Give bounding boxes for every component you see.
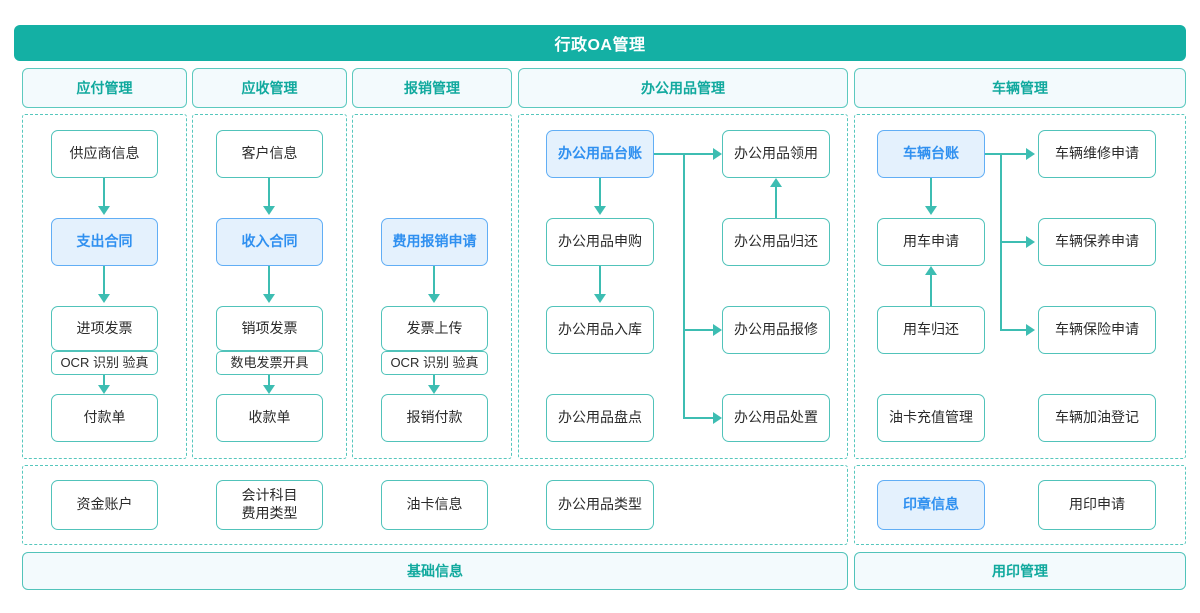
banner-seal-management: 用印管理 <box>854 552 1186 590</box>
node-customer-info[interactable]: 客户信息 <box>216 130 323 178</box>
node-supplies-repair[interactable]: 办公用品报修 <box>722 306 830 354</box>
connector-line <box>599 178 601 209</box>
node-reimburse-payment[interactable]: 报销付款 <box>381 394 488 442</box>
connector-line <box>268 266 270 297</box>
arrow-down-icon <box>925 206 937 215</box>
arrow-down-icon <box>594 294 606 303</box>
node-ocr-label-reimburse: OCR 识别 验真 <box>381 351 488 375</box>
node-einvoice-label: 数电发票开具 <box>216 351 323 375</box>
arrow-down-icon <box>98 206 110 215</box>
node-seal-request[interactable]: 用印申请 <box>1038 480 1156 530</box>
group-basic-info <box>22 465 848 545</box>
node-fuel-card-recharge[interactable]: 油卡充值管理 <box>877 394 985 442</box>
node-income-contract[interactable]: 收入合同 <box>216 218 323 266</box>
section-header-supplies[interactable]: 办公用品管理 <box>518 68 848 108</box>
node-supplies-return[interactable]: 办公用品归还 <box>722 218 830 266</box>
node-supplies-purchase[interactable]: 办公用品申购 <box>546 218 654 266</box>
node-input-invoice[interactable]: 进项发票 <box>51 306 158 351</box>
connector-line <box>775 187 777 218</box>
node-invoice-upload[interactable]: 发票上传 <box>381 306 488 351</box>
node-fund-account[interactable]: 资金账户 <box>51 480 158 530</box>
node-supplies-disposal[interactable]: 办公用品处置 <box>722 394 830 442</box>
section-header-reimburse[interactable]: 报销管理 <box>352 68 512 108</box>
node-expense-claim[interactable]: 费用报销申请 <box>381 218 488 266</box>
connector-line <box>1000 241 1030 243</box>
node-supplies-ledger[interactable]: 办公用品台账 <box>546 130 654 178</box>
node-line-1: 会计科目 <box>241 487 298 504</box>
node-vehicle-maintenance-request[interactable]: 车辆保养申请 <box>1038 218 1156 266</box>
connector-line <box>683 153 719 155</box>
connector-line <box>930 275 932 306</box>
node-output-invoice[interactable]: 销项发票 <box>216 306 323 351</box>
connector-line <box>1000 153 1030 155</box>
section-header-vehicle[interactable]: 车辆管理 <box>854 68 1186 108</box>
arrow-down-icon <box>98 294 110 303</box>
arrow-up-icon <box>770 178 782 187</box>
node-ocr-label-payable: OCR 识别 验真 <box>51 351 158 375</box>
arrow-right-icon <box>1026 148 1035 160</box>
connector-line <box>103 178 105 209</box>
node-seal-info[interactable]: 印章信息 <box>877 480 985 530</box>
section-header-payable[interactable]: 应付管理 <box>22 68 187 108</box>
arrow-down-icon <box>263 294 275 303</box>
connector-trunk <box>683 153 685 418</box>
arrow-right-icon <box>713 148 722 160</box>
connector-line <box>599 266 601 297</box>
arrow-down-icon <box>594 206 606 215</box>
group-reimburse <box>352 114 512 459</box>
page-title: 行政OA管理 <box>14 25 1186 61</box>
arrow-up-icon <box>925 266 937 275</box>
node-supplies-type[interactable]: 办公用品类型 <box>546 480 654 530</box>
node-vehicle-repair-request[interactable]: 车辆维修申请 <box>1038 130 1156 178</box>
node-vehicle-insurance-request[interactable]: 车辆保险申请 <box>1038 306 1156 354</box>
node-supplier-info[interactable]: 供应商信息 <box>51 130 158 178</box>
connector-line <box>433 266 435 297</box>
group-supplies <box>518 114 848 459</box>
connector-line <box>683 329 719 331</box>
arrow-down-icon <box>263 206 275 215</box>
node-receipt-voucher[interactable]: 收款单 <box>216 394 323 442</box>
group-vehicle <box>854 114 1186 459</box>
arrow-right-icon <box>1026 324 1035 336</box>
group-receivable <box>192 114 347 459</box>
node-vehicle-refuel-record[interactable]: 车辆加油登记 <box>1038 394 1156 442</box>
node-supplies-stocktake[interactable]: 办公用品盘点 <box>546 394 654 442</box>
node-vehicle-request[interactable]: 用车申请 <box>877 218 985 266</box>
node-line-2: 费用类型 <box>241 505 298 521</box>
node-fuel-card-info[interactable]: 油卡信息 <box>381 480 488 530</box>
arrow-right-icon <box>713 412 722 424</box>
arrow-right-icon <box>713 324 722 336</box>
arrow-down-icon <box>428 294 440 303</box>
node-accounting-subject[interactable]: 会计科目 费用类型 <box>216 480 323 530</box>
connector-line <box>433 375 435 391</box>
arrow-right-icon <box>1026 236 1035 248</box>
banner-basic-info: 基础信息 <box>22 552 848 590</box>
node-vehicle-ledger[interactable]: 车辆台账 <box>877 130 985 178</box>
node-expense-contract[interactable]: 支出合同 <box>51 218 158 266</box>
connector-line <box>268 375 270 391</box>
arrow-down-icon <box>428 385 440 394</box>
node-payment-voucher[interactable]: 付款单 <box>51 394 158 442</box>
node-supplies-inbound[interactable]: 办公用品入库 <box>546 306 654 354</box>
connector-line <box>103 266 105 297</box>
node-supplies-requisition[interactable]: 办公用品领用 <box>722 130 830 178</box>
arrow-down-icon <box>98 385 110 394</box>
connector-line <box>268 178 270 209</box>
connector-line <box>1000 329 1030 331</box>
connector-line <box>930 178 932 209</box>
node-vehicle-return[interactable]: 用车归还 <box>877 306 985 354</box>
section-header-receivable[interactable]: 应收管理 <box>192 68 347 108</box>
group-payable <box>22 114 187 459</box>
arrow-down-icon <box>263 385 275 394</box>
connector-line <box>103 375 105 391</box>
connector-line <box>683 417 719 419</box>
group-seal-management <box>854 465 1186 545</box>
connector-line <box>654 153 699 155</box>
